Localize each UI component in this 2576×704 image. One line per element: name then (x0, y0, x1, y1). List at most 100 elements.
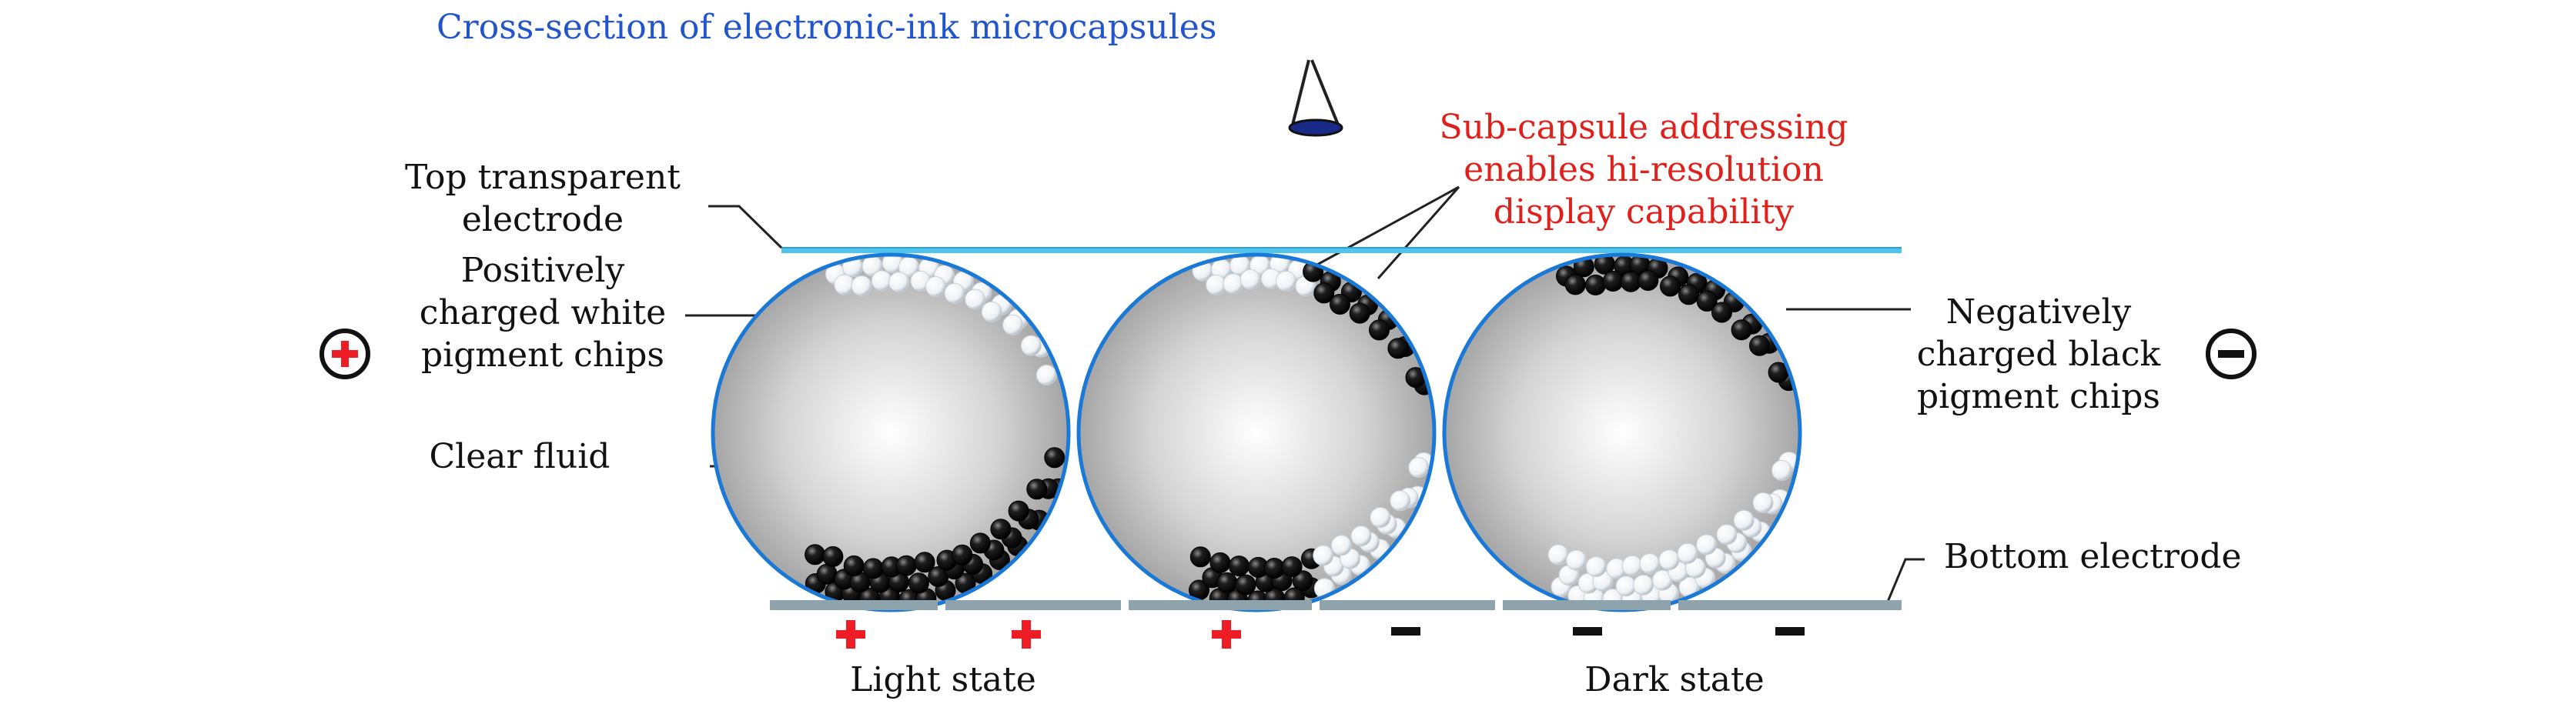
white-pigment-chip (1658, 549, 1680, 571)
plus-sign-icon (1012, 620, 1041, 649)
callout-line-2: enables hi-resolution (1464, 150, 1824, 189)
white-pigment-chip (981, 301, 1002, 322)
white-pigment-chip (851, 275, 872, 296)
white-pigment-chip (1771, 459, 1792, 481)
label-black-chips-1: Negatively (1946, 292, 2132, 332)
black-pigment-chip (1369, 319, 1390, 341)
label-top-electrode-1: Top transparent (405, 158, 681, 197)
black-pigment-chip (1216, 572, 1238, 593)
black-pigment-chip (895, 555, 917, 576)
white-pigment-chip (1716, 524, 1738, 546)
leader-top-electrode (708, 205, 783, 249)
black-pigment-chip (1349, 302, 1370, 324)
black-pigment-chip (1387, 338, 1409, 359)
black-pigment-chip (1228, 556, 1250, 577)
black-pigment-chip (1235, 574, 1256, 596)
bottom-electrode-segment (770, 600, 938, 610)
white-pigment-chip (888, 272, 910, 293)
black-pigment-chip (914, 552, 935, 573)
black-pigment-chip (1749, 335, 1770, 356)
label-white-chips-1: Positively (461, 251, 625, 290)
white-pigment-chip (1639, 553, 1661, 574)
black-pigment-chip (1008, 500, 1029, 522)
callout-line-1: Sub-capsule addressing (1440, 108, 1848, 147)
black-pigment-chip (805, 544, 826, 566)
white-pigment-chip (1239, 269, 1261, 290)
label-bottom-electrode: Bottom electrode (1944, 537, 2242, 576)
black-pigment-chip (990, 519, 1012, 540)
capsule-dark (1442, 252, 1802, 612)
minus-sign-icon (1775, 627, 1805, 636)
callout-pointer-right (1377, 186, 1460, 279)
bottom-electrode-segment (1320, 600, 1495, 610)
black-pigment-chip (1263, 558, 1285, 579)
bottom-electrode-segment (1678, 600, 1902, 610)
plus-charge-icon (319, 329, 370, 379)
bottom-electrode-segment (945, 600, 1121, 610)
white-pigment-chip (1223, 273, 1244, 295)
white-pigment-chip (1547, 544, 1569, 566)
white-pigment-chip (1390, 490, 1411, 512)
black-pigment-chip (1678, 284, 1699, 305)
white-pigment-chip (1330, 535, 1352, 556)
black-pigment-chip (1638, 270, 1659, 291)
white-pigment-chip (1275, 270, 1296, 292)
black-pigment-chip (816, 563, 838, 585)
white-pigment-chip (1002, 314, 1024, 335)
white-pigment-chip (925, 276, 946, 297)
callout-pointer-left (1291, 185, 1460, 280)
black-pigment-chip (1330, 293, 1350, 315)
white-pigment-chip (1585, 556, 1607, 577)
bottom-electrodes (770, 600, 1902, 610)
minus-sign-icon (1391, 627, 1420, 636)
white-pigment-chip (944, 282, 965, 304)
label-white-chips-3: pigment chips (421, 335, 664, 375)
plus-sign-icon (1212, 620, 1241, 649)
white-pigment-chip (1408, 457, 1430, 478)
label-clear-fluid: Clear fluid (430, 437, 611, 476)
label-white-chips-2: charged white (420, 293, 666, 332)
black-pigment-chip (1731, 319, 1752, 341)
black-pigment-chip (1044, 447, 1066, 469)
bottom-electrode-segment (1503, 600, 1671, 610)
plus-sign-icon (836, 620, 865, 649)
minus-sign-icon (1573, 627, 1602, 636)
white-pigment-chip (1733, 509, 1755, 531)
leader-bottom-electrode (1886, 558, 1925, 602)
black-pigment-chip (952, 544, 973, 566)
minus-charge-icon (2206, 329, 2257, 379)
white-pigment-chip (1696, 534, 1717, 556)
black-pigment-chip (1696, 290, 1718, 312)
black-pigment-chip (1292, 570, 1313, 592)
black-pigment-chip (1602, 271, 1624, 292)
black-pigment-chip (969, 532, 991, 554)
label-light-state: Light state (850, 660, 1036, 699)
black-pigment-chip (1281, 556, 1303, 578)
white-pigment-chip (1677, 542, 1698, 564)
label-black-chips-3: pigment chips (1917, 377, 2160, 416)
bottom-electrode-segment (1129, 600, 1312, 610)
eye-icon (1288, 59, 1343, 137)
white-pigment-chip (1621, 555, 1643, 576)
black-pigment-chip (908, 572, 929, 594)
label-top-electrode-2: electrode (462, 200, 624, 239)
label-dark-state: Dark state (1584, 660, 1764, 699)
top-electrode (781, 248, 1902, 253)
white-pigment-chip (1566, 549, 1587, 571)
white-pigment-chip (1633, 574, 1654, 596)
callout-line-3: display capability (1494, 192, 1794, 232)
black-pigment-chip (822, 546, 844, 567)
white-pigment-chip (1313, 545, 1334, 566)
white-pigment-chip (1035, 364, 1057, 385)
white-pigment-chip (965, 289, 986, 310)
label-black-chips-2: charged black (1917, 335, 2161, 374)
black-pigment-chip (1026, 479, 1048, 500)
black-pigment-chip (1209, 552, 1231, 573)
white-pigment-chip (1020, 335, 1042, 356)
black-pigment-chip (862, 558, 884, 579)
black-pigment-chip (1711, 302, 1732, 323)
diagram-title: Cross-section of electronic-ink microcap… (437, 8, 1216, 47)
white-pigment-chip (1370, 507, 1391, 528)
black-pigment-chip (1564, 274, 1586, 295)
